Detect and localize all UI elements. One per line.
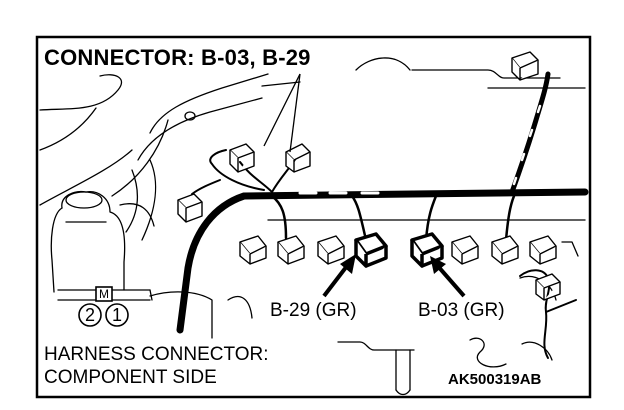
connector-cube bbox=[529, 235, 557, 265]
reference-code: AK500319AB bbox=[448, 371, 542, 388]
arrow-b03 bbox=[430, 256, 466, 298]
connector-row bbox=[177, 51, 561, 301]
diagram-title: CONNECTOR: B-03, B-29 bbox=[44, 47, 315, 69]
connector-cube bbox=[535, 273, 561, 301]
diagram-frame bbox=[35, 35, 592, 399]
connector-cube bbox=[177, 193, 203, 223]
arrow-b29 bbox=[322, 254, 356, 298]
component-side-label: COMPONENT SIDE bbox=[44, 367, 217, 388]
connector-cube bbox=[317, 235, 345, 265]
connector-marker-m: M bbox=[99, 287, 109, 301]
harness-connector-face bbox=[78, 286, 129, 327]
connector-cube bbox=[239, 235, 267, 265]
connector-cube bbox=[285, 143, 311, 173]
pin-number-1: 1 bbox=[111, 305, 122, 325]
connector-b29 bbox=[354, 232, 388, 268]
pin-number-2: 2 bbox=[84, 305, 95, 325]
connector-b03 bbox=[410, 232, 444, 268]
engine-component-lines bbox=[39, 57, 586, 396]
connector-cube bbox=[451, 235, 479, 265]
connector-cube bbox=[511, 51, 539, 81]
connector-cube bbox=[229, 143, 255, 173]
callout-b29-label: B-29 (GR) bbox=[268, 300, 359, 321]
callout-b03-label: B-03 (GR) bbox=[416, 300, 507, 321]
connector-cube bbox=[277, 235, 305, 265]
title-leader-lines bbox=[263, 73, 301, 153]
connector-cube bbox=[491, 235, 519, 265]
wiring-harness bbox=[176, 71, 589, 359]
harness-connector-label: HARNESS CONNECTOR: bbox=[44, 344, 269, 365]
